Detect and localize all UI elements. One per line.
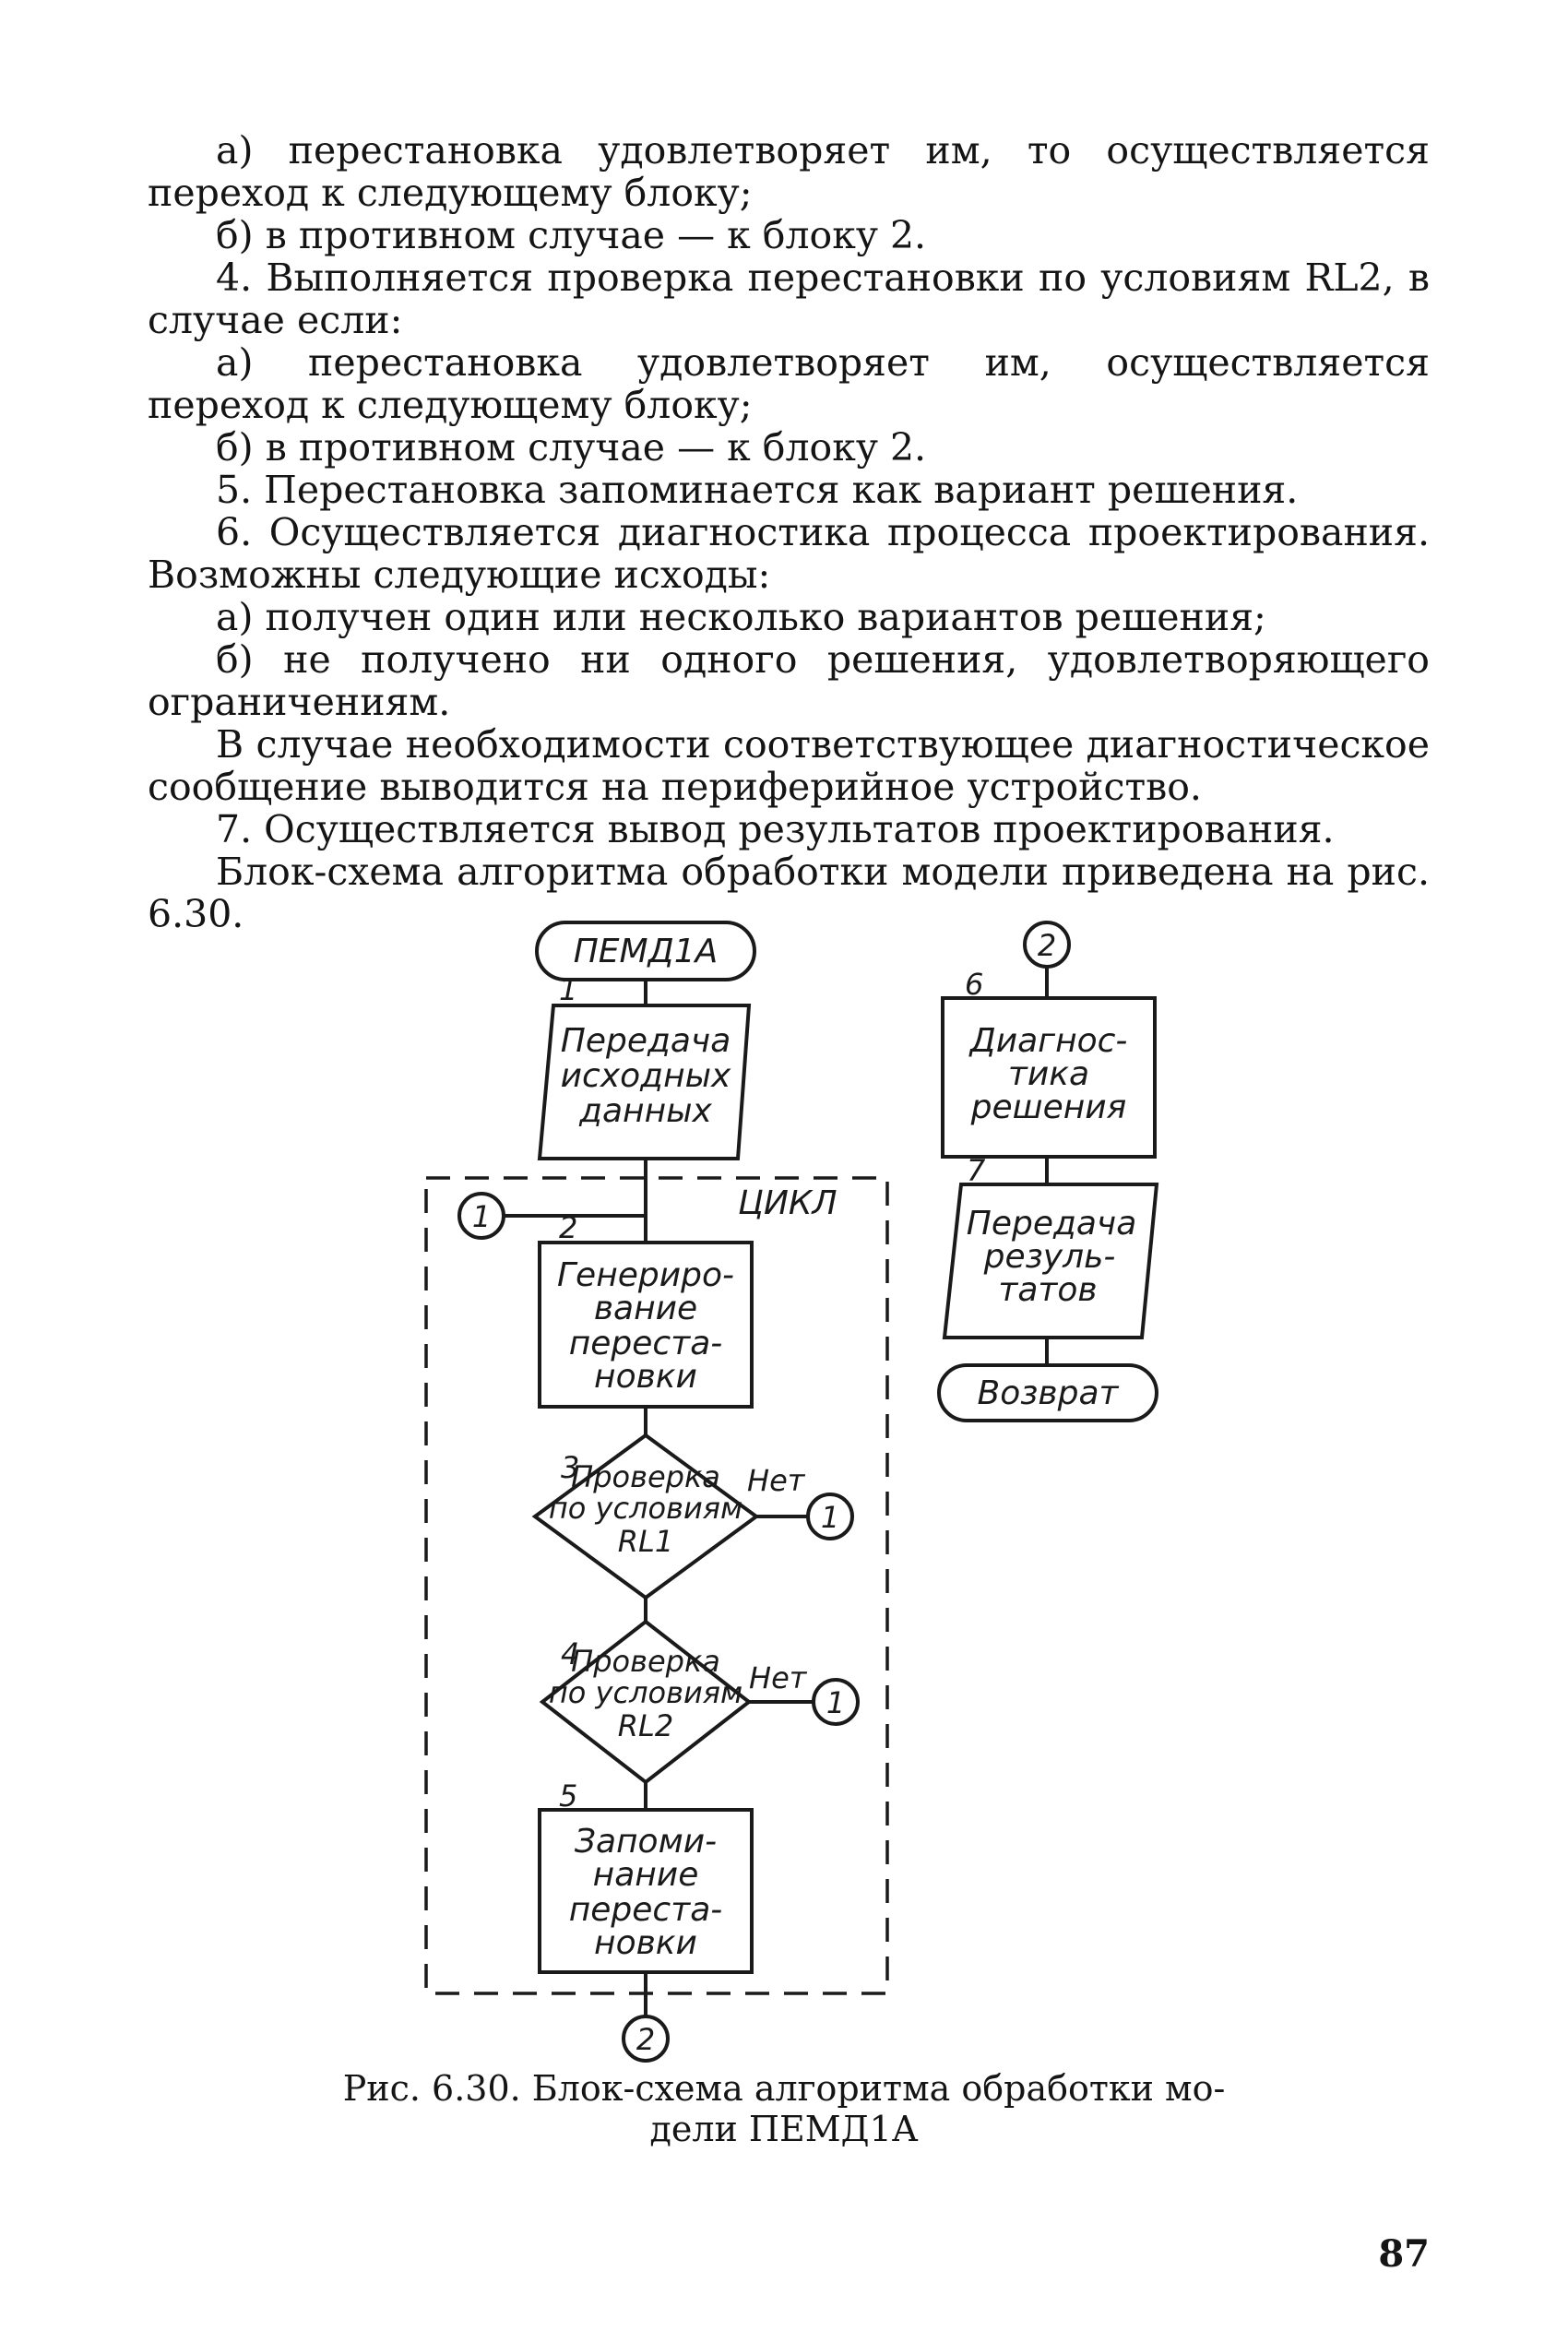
block-2-line: Генериро- (557, 1256, 734, 1294)
block-4-number: 4 (561, 1636, 579, 1671)
block-6-line: решения (970, 1088, 1127, 1126)
end-label: Возврат (978, 1374, 1120, 1412)
block-7-number: 7 (967, 1153, 986, 1188)
paragraph: 6. Осуществляется диагностика процесса п… (148, 510, 1430, 597)
block-4-no-label: Нет (749, 1660, 808, 1695)
block-5-number: 5 (559, 1778, 577, 1814)
paragraph: а) перестановка удовлетворяет им, то осу… (148, 128, 1430, 215)
block-6-number: 6 (965, 967, 983, 1002)
paragraph: б) не получено ни одного решения, удовле… (148, 637, 1430, 724)
caption-line: дели ПЕМД1А (649, 2109, 919, 2149)
block-4-line: по условиям (549, 1675, 742, 1710)
connector-1-label: 1 (472, 1199, 491, 1234)
connector-1-out (812, 1678, 860, 1726)
paragraph: 7. Осуществляется вывод результатов прое… (216, 807, 1335, 851)
block-4-decision (539, 1619, 753, 1785)
block-2-process (538, 1241, 754, 1409)
paragraph: 4. Выполняется проверка перестановки по … (148, 256, 1430, 342)
body-text: а) перестановка удовлетворяет им, то осу… (148, 129, 1430, 935)
end-terminal (937, 1363, 1158, 1422)
block-7-io (942, 1183, 1159, 1339)
connector-1-label: 1 (821, 1500, 839, 1535)
connector-2-label: 2 (1038, 928, 1056, 963)
block-1-io (537, 1004, 752, 1160)
block-3-no-label: Нет (747, 1463, 806, 1498)
block-5-line: нание (593, 1856, 699, 1894)
block-2-number: 2 (559, 1210, 577, 1245)
block-3-line: по условиям (549, 1491, 742, 1526)
cycle-label: ЦИКЛ (738, 1184, 837, 1222)
block-7-line: Передача (967, 1205, 1137, 1243)
block-2-line: вание (594, 1290, 697, 1327)
block-3-line: Проверка (571, 1459, 720, 1494)
paragraph: а) перестановка удовлетворяет им, осущес… (148, 340, 1430, 427)
paragraph: В случае необходимости соответствующее д… (148, 722, 1430, 809)
figure-caption: Рис. 6.30. Блок-схема алгоритма обработк… (277, 2068, 1291, 2149)
start-label: ПЕМД1А (574, 933, 719, 970)
caption-line: Рис. 6.30. Блок-схема алгоритма обработк… (342, 2068, 1226, 2109)
connector-2-label: 2 (636, 2022, 655, 2057)
block-5-line: Запоми- (575, 1823, 717, 1861)
paragraph: б) в противном случае — к блоку 2. (216, 425, 927, 470)
block-1-line: данных (578, 1092, 712, 1130)
block-1-number: 1 (559, 972, 577, 1007)
block-1-line: исходных (561, 1057, 731, 1095)
block-4-line: Проверка (571, 1644, 720, 1679)
paragraph: а) получен один или несколько вариантов … (216, 595, 1266, 639)
paragraph: 5. Перестановка запоминается как вариант… (216, 468, 1299, 512)
block-5-process (538, 1808, 754, 1974)
block-7-line: резуль- (983, 1238, 1116, 1276)
block-6-line: тика (1008, 1055, 1089, 1093)
connector-1-out (806, 1493, 854, 1540)
cycle-frame (424, 1176, 889, 1995)
block-5-line: новки (594, 1924, 697, 1962)
block-2-line: новки (594, 1358, 697, 1396)
block-6-line: Диагнос- (968, 1022, 1128, 1060)
connector-2-out (622, 2015, 670, 2063)
block-3-line: RL1 (618, 1524, 673, 1559)
block-7-line: татов (998, 1271, 1097, 1309)
block-3-number: 3 (561, 1450, 579, 1485)
block-4-line: RL2 (618, 1708, 673, 1743)
paragraph: б) в противном случае — к блоку 2. (216, 213, 927, 257)
block-2-line: переста- (569, 1325, 723, 1362)
page-number: 87 (1378, 2232, 1430, 2276)
block-1-line: Передача (561, 1022, 731, 1060)
connector-1-label: 1 (826, 1685, 845, 1720)
block-5-line: переста- (569, 1891, 723, 1929)
block-3-decision (531, 1433, 760, 1600)
paragraph: Блок-схема алгоритма обработки модели пр… (148, 850, 1430, 936)
